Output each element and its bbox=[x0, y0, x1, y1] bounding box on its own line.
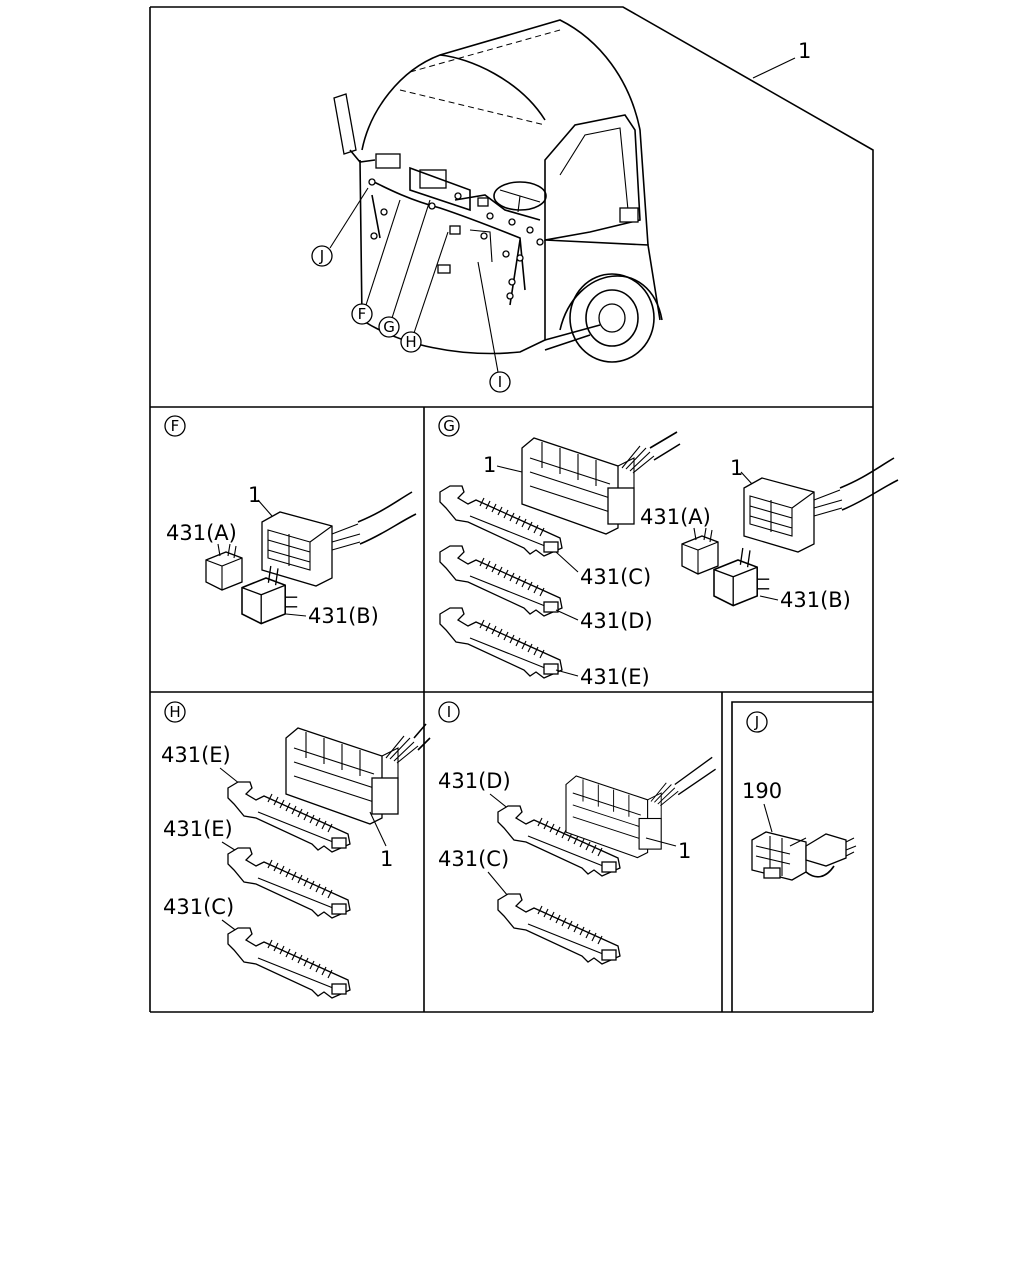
callout-J: J bbox=[319, 247, 324, 265]
label-1-right: 1 bbox=[730, 456, 743, 480]
comb-c-I bbox=[497, 893, 621, 965]
callout-J-circle bbox=[311, 245, 333, 267]
connector-6-cavity-G bbox=[743, 457, 899, 553]
panel-I: I 431(D) 431(C) 1 bbox=[438, 701, 716, 965]
main-harness-callout: 1 bbox=[752, 39, 811, 79]
relay-b bbox=[241, 565, 298, 625]
connector-large-G bbox=[521, 431, 681, 535]
connector-large-H bbox=[285, 723, 431, 825]
relay-a-G bbox=[681, 527, 719, 575]
label-190: 190 bbox=[742, 779, 782, 803]
callout-F-circle bbox=[351, 303, 373, 325]
connector-large-I bbox=[565, 756, 716, 859]
label-431c-I: 431(C) bbox=[438, 847, 509, 871]
callout-G: G bbox=[383, 318, 395, 336]
panel-G-letter: G bbox=[443, 417, 455, 435]
callout-I: I bbox=[498, 373, 502, 391]
panel-frames bbox=[149, 6, 874, 1013]
panel-F-letter: F bbox=[171, 417, 180, 435]
label-431e-1: 431(E) bbox=[161, 743, 231, 767]
label-431a-G: 431(A) bbox=[640, 505, 711, 529]
label-1: 1 bbox=[248, 483, 261, 507]
label-1-I: 1 bbox=[678, 839, 691, 863]
panel-I-letter: I bbox=[447, 703, 451, 721]
label-431c: 431(C) bbox=[580, 565, 651, 589]
comb-e bbox=[439, 607, 563, 679]
label-431e-2: 431(E) bbox=[163, 817, 233, 841]
label-431c-H: 431(C) bbox=[163, 895, 234, 919]
label-431b-G: 431(B) bbox=[780, 588, 851, 612]
callout-I-circle bbox=[489, 371, 511, 393]
label-431b: 431(B) bbox=[308, 604, 379, 628]
callout-G-circle bbox=[378, 316, 400, 338]
panel-J: J 190 bbox=[742, 711, 857, 881]
panel-H-letter: H bbox=[169, 703, 180, 721]
label-1-H: 1 bbox=[380, 847, 393, 871]
comb-c-H bbox=[227, 927, 351, 999]
panel-F: F 1 431(A) 431(B) bbox=[164, 415, 417, 628]
label-1-left: 1 bbox=[483, 453, 496, 477]
connector-190 bbox=[751, 831, 857, 881]
panel-H: H 431(E) 431(E) 431(C) 1 bbox=[161, 701, 431, 999]
label-431d: 431(D) bbox=[580, 609, 653, 633]
comb-e2 bbox=[227, 847, 351, 919]
truck-cab-illustration bbox=[333, 19, 663, 363]
connector-6-cavity bbox=[261, 491, 417, 587]
callout-F: F bbox=[358, 305, 367, 323]
panel-G: G 1 431(C) 431(D) 431(E) 1 431(A) 431(B) bbox=[438, 415, 899, 689]
label-431a: 431(A) bbox=[166, 521, 237, 545]
cab-callouts: J F G H I bbox=[311, 187, 511, 393]
relay-b-G bbox=[713, 547, 770, 607]
callout-H-circle bbox=[400, 331, 422, 353]
main-harness-ref: 1 bbox=[798, 39, 811, 63]
panel-J-letter: J bbox=[754, 713, 759, 731]
label-431e: 431(E) bbox=[580, 665, 650, 689]
label-431d-I: 431(D) bbox=[438, 769, 511, 793]
callout-H: H bbox=[405, 333, 416, 351]
relay-a bbox=[205, 543, 243, 591]
